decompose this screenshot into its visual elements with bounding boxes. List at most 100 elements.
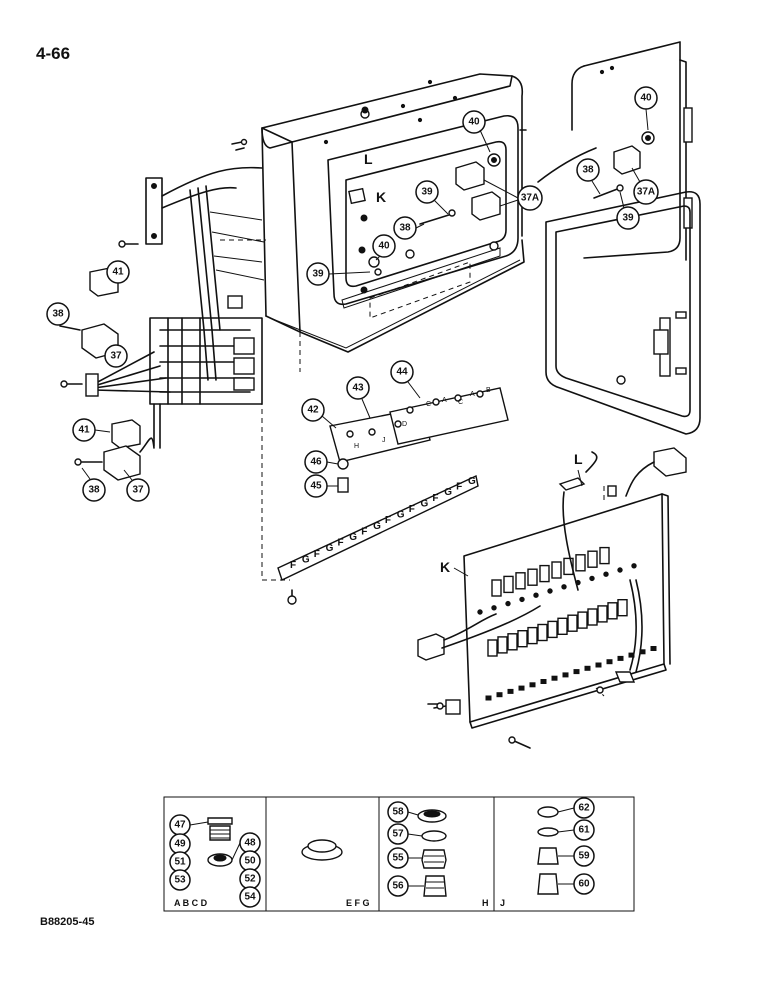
callout-44: 44 [390,360,414,384]
svg-text:54: 54 [244,892,256,903]
callout-37a-box: 37A [517,185,543,211]
svg-text:53: 53 [174,875,186,886]
board-relay [537,623,548,642]
board-relay [567,614,578,632]
circuit-board [417,447,687,749]
terminal-strip-letter: G [373,521,381,532]
svg-text:37: 37 [132,485,144,496]
svg-text:38: 38 [399,223,411,234]
board-relay [497,636,508,654]
figure-code: B88205-45 [40,916,95,928]
board-relay [547,620,558,639]
board-43-letter: H [354,443,359,450]
board-component [573,669,580,675]
terminal-strip-letter: G [421,498,429,509]
board-component [507,688,514,694]
board-component [533,592,539,598]
letter-k-box: K [376,189,386,205]
callout-56: 56 [387,875,409,897]
board-44-letter: A [442,397,447,404]
terminal-strip-letter: G [326,543,334,554]
callout-61: 61 [573,819,595,841]
svg-text:56: 56 [392,881,404,892]
letter-l-board: L [574,451,583,467]
svg-text:37: 37 [110,351,122,362]
callout-39-box: 39 [415,180,439,204]
board-component [477,609,483,615]
callout-57: 57 [387,823,409,845]
callout-59: 59 [573,845,595,867]
callout-47: 47 [169,814,191,836]
board-component [540,679,547,684]
svg-text:38: 38 [582,165,594,176]
callout-40-box: 40 [462,110,486,134]
svg-text:62: 62 [578,803,590,814]
svg-text:50: 50 [244,856,256,867]
callout-38-box: 38 [393,216,417,240]
terminal-strip-letter: F [432,493,438,504]
board-component [631,563,637,569]
board-relay [551,561,562,579]
inset-section-efg: E F G [346,898,370,908]
callout-38-door: 38 [576,158,600,182]
callout-50: 50 [239,850,261,872]
terminal-strip-letter: G [444,487,452,498]
svg-text:40: 40 [640,93,652,104]
terminal-strip-letter: G [349,532,357,543]
board-43-letter: J [382,437,386,444]
callout-60: 60 [573,873,595,895]
callout-55: 55 [387,847,409,869]
board-relay [527,626,538,645]
board-component [562,672,569,678]
wiring-harness [59,166,290,581]
board-component [485,695,492,701]
svg-text:45: 45 [310,481,322,492]
door-assembly [537,41,693,261]
callout-46: 46 [304,450,328,474]
board-relay [527,568,538,586]
board-relay [599,546,610,565]
svg-text:55: 55 [392,853,404,864]
board-component [529,682,536,688]
board-component [519,596,525,603]
svg-text:60: 60 [578,879,590,890]
board-43-letter: D [402,421,407,428]
board-44-letter: A [470,391,475,398]
callout-42: 42 [301,398,325,422]
svg-text:37A: 37A [521,193,539,204]
inset-section-h: H [482,898,489,908]
callout-40-lower: 40 [372,234,396,258]
svg-text:39: 39 [622,213,634,224]
board-relay [575,554,586,572]
board-relay [491,579,502,597]
letter-l-box: L [364,151,373,167]
svg-text:43: 43 [352,383,364,394]
board-relay [563,557,574,576]
hardware-inset: A B C D E F G H J 47 49 51 53 48 50 52 5… [163,796,635,912]
terminal-strip-letter: F [314,549,320,560]
board-component [584,665,591,671]
terminal-strip-letter: F [456,482,462,493]
svg-text:40: 40 [468,117,480,128]
svg-text:59: 59 [578,851,590,862]
svg-text:38: 38 [88,485,100,496]
board-relay [503,575,514,594]
enclosure-box [231,73,527,372]
svg-text:39: 39 [312,269,324,280]
callout-37a-door: 37A [633,179,659,205]
callout-37-upper: 37 [104,344,128,368]
callout-37-lower: 37 [126,478,150,502]
board-44-letter: C [426,401,431,408]
callout-53: 53 [169,869,191,891]
terminal-strip-letter: F [338,538,344,549]
svg-text:37A: 37A [637,187,655,198]
terminal-strip-letter: G [397,510,405,521]
callout-45: 45 [304,474,328,498]
board-relay [517,630,528,648]
svg-text:57: 57 [392,829,404,840]
callout-52: 52 [239,868,261,890]
svg-text:40: 40 [378,241,390,252]
callout-40-door: 40 [634,86,658,110]
svg-text:42: 42 [307,405,319,416]
